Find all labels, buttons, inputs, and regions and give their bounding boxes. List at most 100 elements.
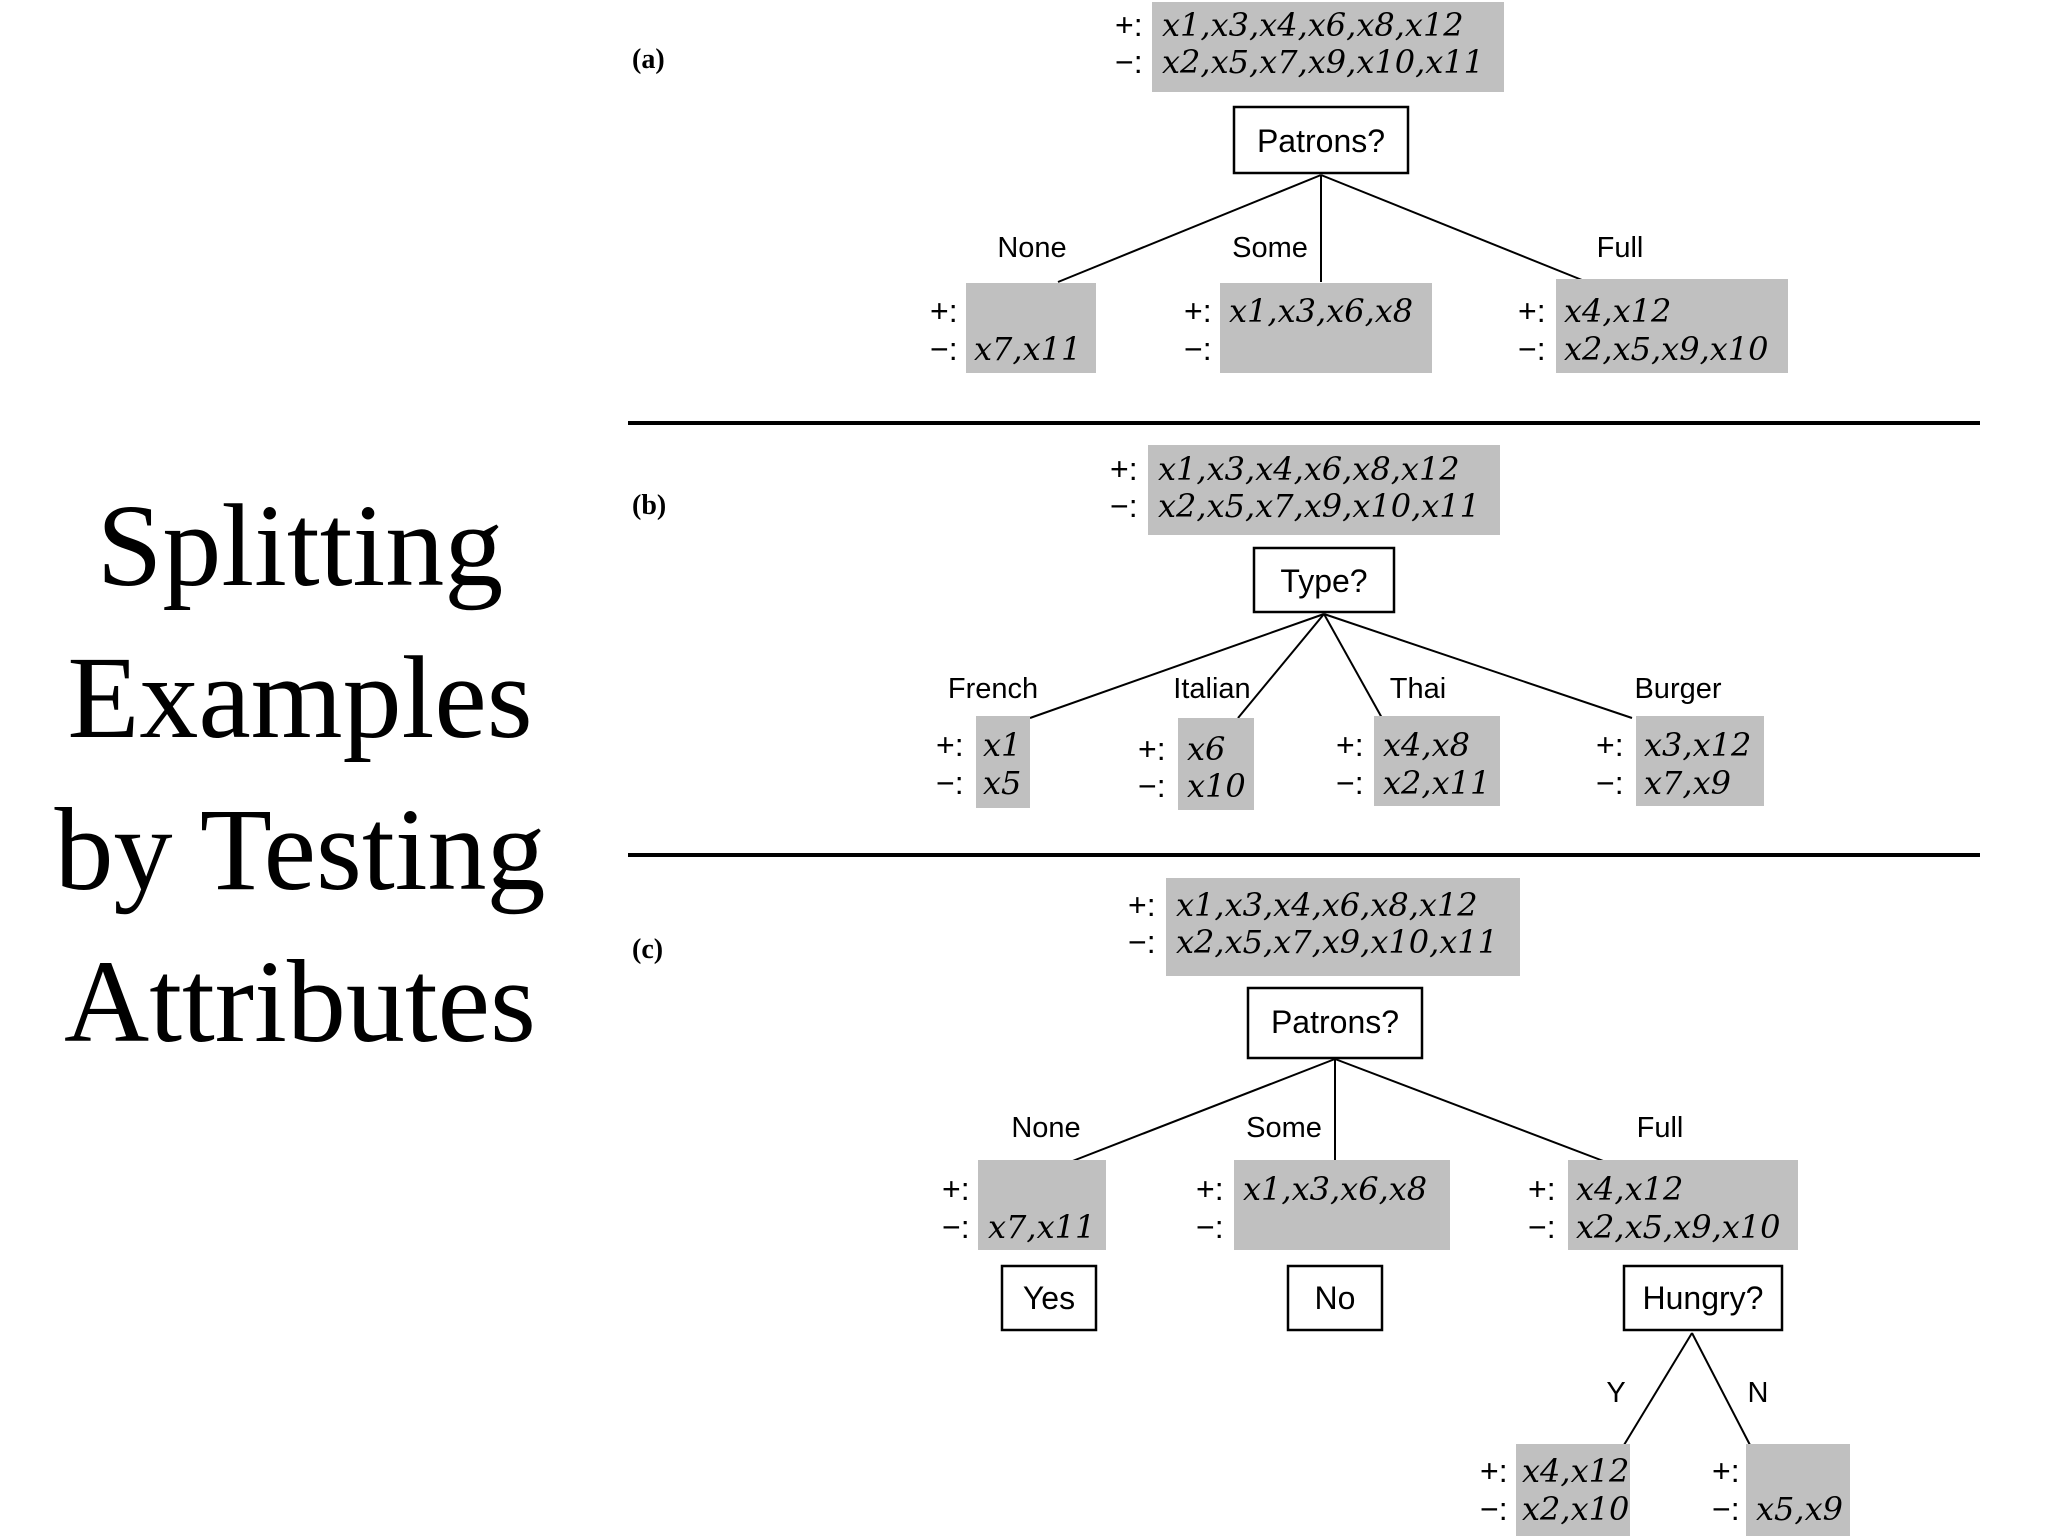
title-line: by Testing — [54, 784, 546, 915]
negative-examples: x10 — [1187, 767, 1246, 805]
negative-examples: x7,x11 — [988, 1208, 1095, 1246]
title-line: Examples — [67, 632, 533, 763]
branch-edge — [1237, 613, 1325, 719]
branch-examples: +: −: x7,x11 — [942, 1160, 1106, 1250]
neg-sign: −: — [1596, 765, 1624, 801]
pos-sign: +: — [1712, 1453, 1740, 1489]
negative-examples: x7,x11 — [974, 330, 1081, 368]
branch-examples: +: −: x4,x12 x2,x5,x9,x10 — [1528, 1160, 1798, 1250]
positive-examples: x6 — [1187, 730, 1225, 768]
root-examples: +: −: x1,x3,x4,x6,x8,x12 x2,x5,x7,x9,x10… — [1128, 878, 1520, 976]
panel-label: (b) — [632, 490, 666, 521]
pos-sign: +: — [1480, 1453, 1508, 1489]
branch-examples: +: −: x5,x9 — [1712, 1444, 1850, 1536]
branch-edge — [1069, 1058, 1336, 1163]
panel-label: (c) — [632, 934, 663, 965]
negative-examples: x2,x5,x7,x9,x10,x11 — [1158, 487, 1480, 525]
positive-examples: x3,x12 — [1644, 726, 1751, 764]
panel-label: (a) — [632, 44, 665, 75]
pos-sign: +: — [930, 293, 958, 329]
test-node-box — [1622, 1264, 1784, 1332]
neg-sign: −: — [942, 1209, 970, 1245]
branch-examples: +: −: x6 x10 — [1138, 718, 1254, 810]
branch-examples: +: −: x4,x12 x2,x5,x9,x10 — [1518, 279, 1788, 373]
branch-label: Y — [1606, 1377, 1625, 1409]
test-node-label: Patrons? — [1257, 123, 1385, 159]
test-node-label: Patrons? — [1271, 1004, 1399, 1040]
negative-examples: x2,x11 — [1383, 764, 1490, 802]
positive-examples: x1,x3,x4,x6,x8,x12 — [1176, 886, 1478, 924]
test-node-label: Hungry? — [1643, 1280, 1764, 1316]
neg-sign: −: — [1196, 1209, 1224, 1245]
panel-b: (b) +: −: x1,x3,x4,x6,x8,x12 x2,x5,x7,x9… — [632, 445, 1764, 810]
branch-edge — [1029, 613, 1325, 719]
root-examples: +: −: x1,x3,x4,x6,x8,x12 x2,x5,x7,x9,x10… — [1110, 445, 1500, 535]
branch-label: Full — [1597, 232, 1644, 264]
neg-sign: −: — [1480, 1491, 1508, 1527]
branch-examples: +: −: x3,x12 x7,x9 — [1596, 716, 1764, 806]
negative-examples: x2,x5,x9,x10 — [1576, 1208, 1781, 1246]
neg-sign: −: — [1528, 1209, 1556, 1245]
pos-sign: +: — [1138, 731, 1166, 767]
positive-examples: x1,x3,x4,x6,x8,x12 — [1158, 450, 1460, 488]
positive-examples: x4,x12 — [1576, 1170, 1683, 1208]
branch-edge — [1623, 1332, 1693, 1446]
test-node-box — [1246, 986, 1424, 1060]
leaf-node-box — [1286, 1264, 1384, 1332]
pos-sign: +: — [936, 727, 964, 763]
pos-sign: +: — [1184, 293, 1212, 329]
panel-a: (a) +: −: x1,x3,x4,x6,x8,x12 x2,x5,x7,x9… — [632, 2, 1788, 373]
neg-sign: −: — [1128, 924, 1156, 960]
positive-examples: x4,x8 — [1383, 726, 1470, 764]
branch-label: Some — [1246, 1112, 1322, 1144]
branch-edge — [1057, 174, 1322, 283]
branch-edge — [1334, 1058, 1607, 1163]
neg-sign: −: — [1110, 488, 1138, 524]
title-line: Splitting — [96, 480, 504, 611]
pos-sign: +: — [1596, 727, 1624, 763]
branch-examples: +: −: x4,x12 x2,x10 — [1480, 1444, 1630, 1536]
test-node-box — [1252, 546, 1396, 614]
branch-label: N — [1748, 1377, 1769, 1409]
pos-sign: +: — [1196, 1171, 1224, 1207]
branch-examples: +: −: x1,x3,x6,x8 — [1196, 1160, 1450, 1250]
neg-sign: −: — [936, 765, 964, 801]
negative-examples: x2,x5,x7,x9,x10,x11 — [1176, 923, 1498, 961]
positive-examples: x4,x12 — [1522, 1452, 1629, 1490]
neg-sign: −: — [1712, 1491, 1740, 1527]
pos-sign: +: — [1336, 727, 1364, 763]
neg-sign: −: — [1115, 44, 1143, 80]
branch-edge — [1323, 613, 1633, 719]
branch-label: Full — [1637, 1112, 1684, 1144]
negative-examples: x5 — [983, 764, 1021, 802]
neg-sign: −: — [1518, 331, 1546, 367]
branch-edge — [1691, 1332, 1751, 1446]
pos-sign: +: — [1110, 451, 1138, 487]
branch-label: Thai — [1390, 673, 1446, 705]
panel-c: (c) +: −: x1,x3,x4,x6,x8,x12 x2,x5,x7,x9… — [632, 878, 1850, 1536]
branch-examples: +: −: x1 x5 — [936, 716, 1030, 808]
leaf-node-label: No — [1315, 1280, 1356, 1316]
leaf-node-box — [1000, 1264, 1098, 1332]
negative-examples: x7,x9 — [1644, 764, 1731, 802]
leaf-node-label: Yes — [1023, 1280, 1075, 1316]
branch-edge — [1320, 174, 1588, 283]
branch-label: Some — [1232, 232, 1308, 264]
positive-examples: x1,x3,x6,x8 — [1229, 292, 1413, 330]
negative-examples: x5,x9 — [1756, 1490, 1843, 1528]
branch-label: None — [1011, 1112, 1080, 1144]
neg-sign: −: — [1184, 331, 1212, 367]
title-line: Attributes — [64, 936, 536, 1067]
pos-sign: +: — [1528, 1171, 1556, 1207]
negative-examples: x2,x10 — [1522, 1490, 1629, 1528]
neg-sign: −: — [1336, 765, 1364, 801]
branch-examples: +: −: x4,x8 x2,x11 — [1336, 716, 1500, 806]
pos-sign: +: — [942, 1171, 970, 1207]
branch-edge — [1323, 613, 1383, 719]
branch-examples: +: −: x7,x11 — [930, 283, 1096, 373]
pos-sign: +: — [1115, 7, 1143, 43]
test-node-label: Type? — [1280, 563, 1367, 599]
pos-sign: +: — [1128, 887, 1156, 923]
